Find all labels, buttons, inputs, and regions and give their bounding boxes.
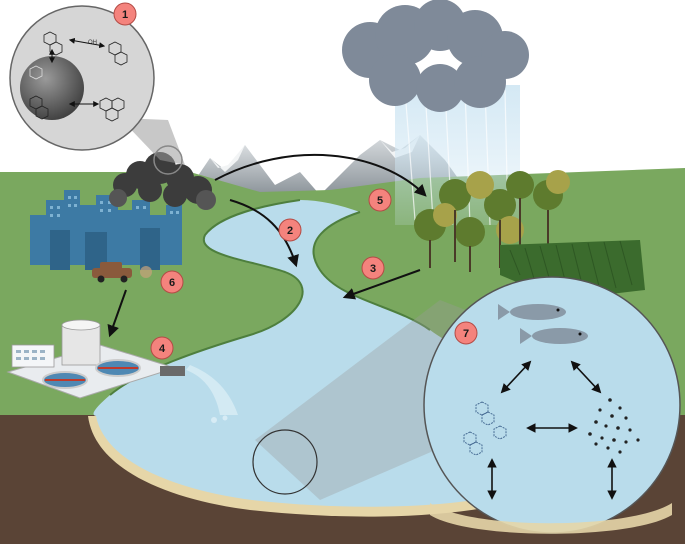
- aquatic-zoom-circle: [424, 277, 680, 534]
- svg-text:2: 2: [287, 225, 293, 237]
- marker-1: 1: [114, 3, 136, 25]
- svg-text:6: 6: [169, 277, 175, 289]
- marker-2: 2: [279, 219, 301, 241]
- marker-4: 4: [151, 337, 173, 359]
- atmosphere-zoom-circle: OH: [10, 6, 154, 150]
- svg-text:1: 1: [122, 9, 128, 21]
- svg-text:5: 5: [377, 195, 383, 207]
- particulate-matter: [20, 56, 84, 120]
- svg-text:3: 3: [370, 263, 376, 275]
- marker-3: 3: [362, 257, 384, 279]
- svg-text:7: 7: [463, 328, 469, 340]
- marker-7: 7: [455, 322, 477, 344]
- svg-text:4: 4: [159, 343, 166, 355]
- marker-6: 6: [161, 271, 183, 293]
- marker-5: 5: [369, 189, 391, 211]
